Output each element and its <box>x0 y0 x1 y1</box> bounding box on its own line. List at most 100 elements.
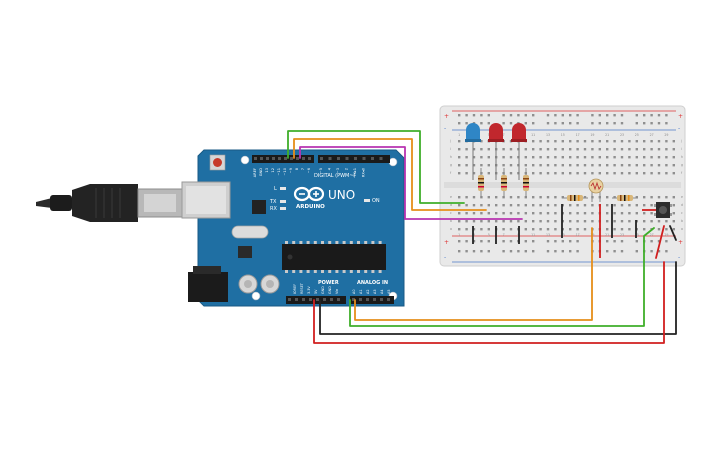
breadboard-hole[interactable] <box>628 140 631 143</box>
header-hole[interactable] <box>345 157 349 160</box>
breadboard-hole[interactable] <box>643 196 646 199</box>
breadboard-hole[interactable] <box>613 196 616 199</box>
breadboard-hole[interactable] <box>539 212 542 215</box>
breadboard-hole[interactable] <box>620 148 624 151</box>
header-hole[interactable] <box>379 157 383 160</box>
breadboard-hole[interactable] <box>657 228 661 231</box>
breadboard-hole[interactable] <box>613 212 616 215</box>
breadboard-hole[interactable] <box>524 164 527 167</box>
breadboard-hole[interactable] <box>539 204 542 207</box>
breadboard-hole[interactable] <box>517 212 520 215</box>
header-hole[interactable] <box>362 157 366 160</box>
breadboard-hole[interactable] <box>650 250 653 253</box>
breadboard-hole[interactable] <box>576 156 579 159</box>
breadboard-hole[interactable] <box>643 140 646 143</box>
header-hole[interactable] <box>328 157 332 160</box>
breadboard-hole[interactable] <box>628 148 631 151</box>
breadboard-hole[interactable] <box>620 212 624 215</box>
breadboard-hole[interactable] <box>635 140 638 143</box>
breadboard-hole[interactable] <box>561 240 564 243</box>
breadboard-hole[interactable] <box>472 212 476 215</box>
breadboard-hole[interactable] <box>472 220 476 223</box>
breadboard-hole[interactable] <box>620 240 624 243</box>
breadboard-hole[interactable] <box>650 156 653 159</box>
breadboard-hole[interactable] <box>532 114 535 117</box>
breadboard-hole[interactable] <box>532 172 535 175</box>
breadboard-hole[interactable] <box>561 114 564 117</box>
breadboard-hole[interactable] <box>472 240 476 243</box>
breadboard-hole[interactable] <box>554 172 557 175</box>
breadboard-hole[interactable] <box>502 250 505 253</box>
breadboard-hole[interactable] <box>635 212 638 215</box>
breadboard-hole[interactable] <box>665 240 668 243</box>
resistor-r5[interactable] <box>612 195 638 201</box>
breadboard-hole[interactable] <box>657 220 661 223</box>
breadboard-hole[interactable] <box>487 114 490 117</box>
breadboard-hole[interactable] <box>583 156 587 159</box>
breadboard-hole[interactable] <box>502 156 505 159</box>
breadboard-hole[interactable] <box>509 240 513 243</box>
breadboard-hole[interactable] <box>643 164 646 167</box>
breadboard-hole[interactable] <box>665 156 668 159</box>
breadboard-hole[interactable] <box>635 114 638 117</box>
breadboard-hole[interactable] <box>569 250 572 253</box>
breadboard-hole[interactable] <box>643 114 646 117</box>
breadboard-hole[interactable] <box>502 212 505 215</box>
breadboard-hole[interactable] <box>554 250 557 253</box>
breadboard-hole[interactable] <box>672 156 675 159</box>
breadboard-hole[interactable] <box>539 172 542 175</box>
breadboard-hole[interactable] <box>591 212 594 215</box>
breadboard-hole[interactable] <box>458 228 461 231</box>
breadboard-hole[interactable] <box>524 220 527 223</box>
breadboard-hole[interactable] <box>532 250 535 253</box>
breadboard-hole[interactable] <box>650 122 653 125</box>
breadboard-hole[interactable] <box>465 250 468 253</box>
breadboard-hole[interactable] <box>532 140 535 143</box>
breadboard-hole[interactable] <box>480 212 483 215</box>
breadboard-hole[interactable] <box>569 220 572 223</box>
photoresistor[interactable] <box>588 178 604 202</box>
breadboard-hole[interactable] <box>546 250 550 253</box>
breadboard-hole[interactable] <box>502 204 505 207</box>
breadboard-hole[interactable] <box>517 114 520 117</box>
breadboard-hole[interactable] <box>532 240 535 243</box>
breadboard-hole[interactable] <box>509 220 513 223</box>
breadboard-hole[interactable] <box>554 164 557 167</box>
breadboard-hole[interactable] <box>458 140 461 143</box>
breadboard-hole[interactable] <box>517 250 520 253</box>
breadboard-hole[interactable] <box>576 122 579 125</box>
breadboard-hole[interactable] <box>502 148 505 151</box>
breadboard-hole[interactable] <box>650 220 653 223</box>
breadboard-hole[interactable] <box>458 114 461 117</box>
breadboard-hole[interactable] <box>576 240 579 243</box>
breadboard-hole[interactable] <box>657 122 661 125</box>
breadboard-hole[interactable] <box>465 240 468 243</box>
breadboard-hole[interactable] <box>458 148 461 151</box>
breadboard-hole[interactable] <box>569 172 572 175</box>
breadboard-hole[interactable] <box>458 196 461 199</box>
breadboard-hole[interactable] <box>517 204 520 207</box>
breadboard-hole[interactable] <box>554 140 557 143</box>
breadboard-hole[interactable] <box>480 250 483 253</box>
header-hole[interactable] <box>296 157 299 160</box>
header-hole[interactable] <box>278 157 281 160</box>
breadboard-hole[interactable] <box>657 140 661 143</box>
breadboard-hole[interactable] <box>554 240 557 243</box>
breadboard-hole[interactable] <box>509 148 513 151</box>
breadboard-hole[interactable] <box>583 172 587 175</box>
breadboard-hole[interactable] <box>650 140 653 143</box>
header-hole[interactable] <box>366 298 369 301</box>
breadboard-hole[interactable] <box>502 240 505 243</box>
header-hole[interactable] <box>359 298 362 301</box>
breadboard-hole[interactable] <box>472 172 476 175</box>
breadboard-hole[interactable] <box>620 172 624 175</box>
breadboard-hole[interactable] <box>495 212 498 215</box>
breadboard-hole[interactable] <box>650 212 653 215</box>
breadboard-hole[interactable] <box>458 164 461 167</box>
breadboard-hole[interactable] <box>620 204 624 207</box>
breadboard-hole[interactable] <box>576 228 579 231</box>
header-hole[interactable] <box>284 157 287 160</box>
breadboard-hole[interactable] <box>554 212 557 215</box>
breadboard-hole[interactable] <box>509 122 513 125</box>
breadboard-hole[interactable] <box>583 196 587 199</box>
